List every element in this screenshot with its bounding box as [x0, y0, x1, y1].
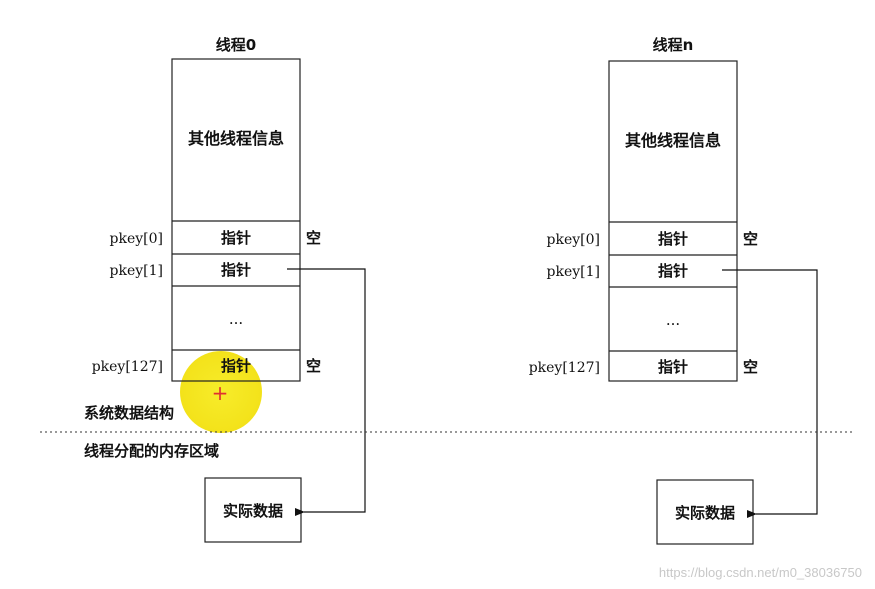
region-system-label: 系统数据结构	[84, 404, 174, 422]
thread0-dots: ...	[229, 310, 243, 328]
cursor-highlight	[180, 351, 262, 433]
threadn-key1: pkey[1]	[547, 264, 600, 280]
threadn-empty0: 空	[743, 230, 758, 248]
watermark-text: https://blog.csdn.net/m0_38036750	[659, 565, 862, 580]
thread0-key127: pkey[127]	[92, 359, 163, 375]
thread0-slot0: 指针	[221, 229, 251, 247]
thread0-slot127: 指针	[221, 357, 251, 375]
threadn-empty127: 空	[743, 358, 758, 376]
thread0-key0: pkey[0]	[110, 231, 163, 247]
threadn-slot0: 指针	[658, 230, 688, 248]
thread0-title: 线程0	[216, 36, 256, 54]
thread0-key1: pkey[1]	[110, 263, 163, 279]
threadn-pointer-arrow	[722, 269, 818, 518]
thread0-block	[171, 58, 301, 382]
thread0-empty127: 空	[306, 357, 321, 375]
threadn-info: 其他线程信息	[625, 131, 721, 150]
threadn-dots: ...	[666, 311, 680, 329]
region-thread-label: 线程分配的内存区域	[84, 442, 219, 460]
thread0-info: 其他线程信息	[188, 129, 284, 148]
cursor-mark: +	[212, 381, 229, 405]
threadn-group: 线程n 其他线程信息 指针 指针 ... 指针 pkey[0] pkey[1] …	[529, 36, 818, 545]
thread0-pointer-arrow	[287, 268, 366, 516]
threadn-title: 线程n	[653, 36, 694, 54]
threadn-slot127: 指针	[658, 358, 688, 376]
threadn-data: 实际数据	[675, 504, 735, 522]
threadn-key127: pkey[127]	[529, 360, 600, 376]
threadn-block	[608, 60, 738, 382]
thread0-data: 实际数据	[223, 502, 283, 520]
thread0-empty0: 空	[306, 229, 321, 247]
threadn-key0: pkey[0]	[547, 232, 600, 248]
threadn-slot1: 指针	[658, 262, 688, 280]
thread0-group: 线程0 其他线程信息 指针 指针 ... 指针 pkey[0] pkey[1] …	[92, 36, 366, 543]
thread0-slot1: 指针	[221, 261, 251, 279]
